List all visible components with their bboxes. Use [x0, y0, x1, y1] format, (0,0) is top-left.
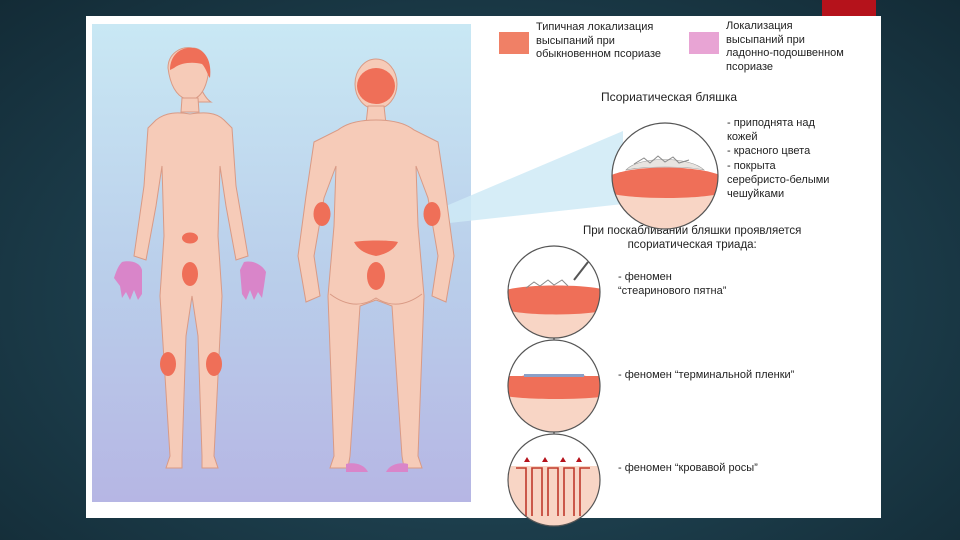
triad-label-terminal-film: - феномен “терминальной пленки”	[618, 369, 795, 381]
back-gluteal-lesion	[367, 262, 385, 290]
legend-label-typical: Типичная локализация высыпаний при обыкн…	[536, 21, 662, 60]
front-groin-lesion	[182, 262, 198, 286]
front-palm-right	[240, 261, 266, 300]
accent-tab	[822, 0, 876, 16]
back-sole-right	[386, 463, 408, 472]
legend-label-palmar: Локализация высыпаний при ладонно-подошв…	[726, 20, 844, 73]
zoom-beam	[440, 131, 623, 224]
plaque-title: Псориатическая бляшка	[601, 90, 738, 104]
triad-circle-terminal-film	[507, 339, 601, 433]
front-knee-lesion-right	[206, 352, 222, 376]
back-buttock-line	[329, 293, 423, 305]
triad-circle-blood-dew	[507, 433, 601, 527]
diagram-graphics	[114, 47, 719, 527]
back-sacral-lesion	[354, 240, 398, 256]
legend-swatch-typical	[499, 32, 529, 54]
slide: Типичная локализация высыпаний при обыкн…	[86, 16, 881, 527]
front-body-figure	[133, 47, 249, 469]
triad-label-blood-dew: - феномен “кровавой росы”	[618, 462, 758, 474]
plaque-traits: - приподнята над кожей - красного цвета …	[727, 117, 830, 201]
front-palm-left	[114, 261, 142, 300]
triad-circle-stearin	[507, 245, 601, 339]
front-navel-lesion	[182, 232, 198, 244]
triad-label-stearin: - феномен “стеаринового пятна”	[618, 271, 727, 297]
back-elbow-lesion-left	[313, 202, 331, 226]
back-elbow-lesion-right	[423, 202, 441, 226]
legend-swatch-palmar	[689, 32, 719, 54]
front-scalp-lesion	[170, 47, 211, 78]
back-sole-left	[346, 463, 368, 472]
plaque-cross-section	[611, 122, 719, 230]
back-scalp-lesion	[357, 68, 395, 104]
front-knee-lesion-left	[160, 352, 176, 376]
